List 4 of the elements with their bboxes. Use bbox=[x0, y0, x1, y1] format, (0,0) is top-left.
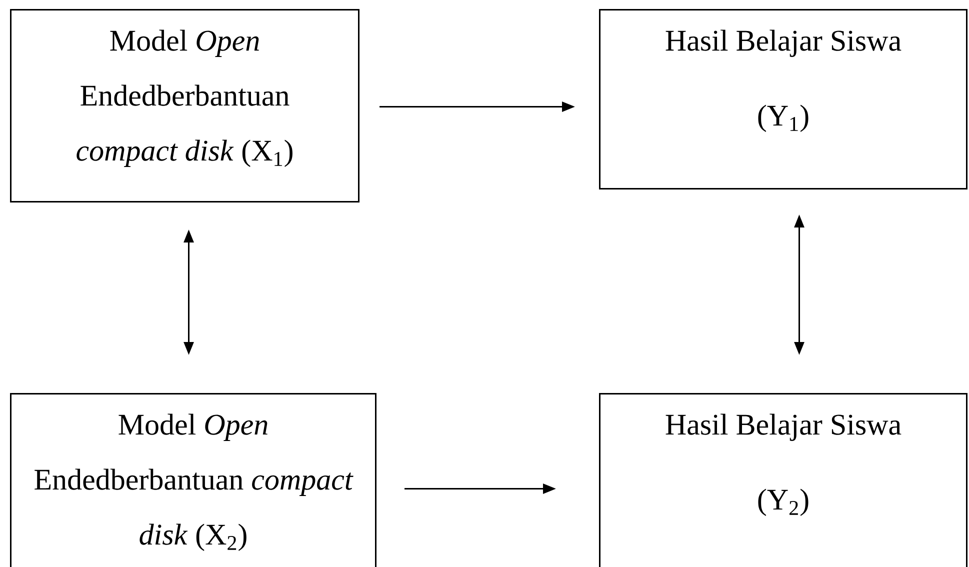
text-box: Hasil Belajar Siswa (Y$_{2}$) bbox=[599, 393, 968, 567]
text-box: Hasil Belajar Siswa (Y$_{1}$) bbox=[599, 9, 968, 190]
text-box: Model Open Endedberbantuan compact disk (X$_{1}$) bbox=[10, 9, 360, 202]
text-box: Model Open Endedberbantuan compact disk (X$_{2}$) bbox=[10, 393, 376, 567]
